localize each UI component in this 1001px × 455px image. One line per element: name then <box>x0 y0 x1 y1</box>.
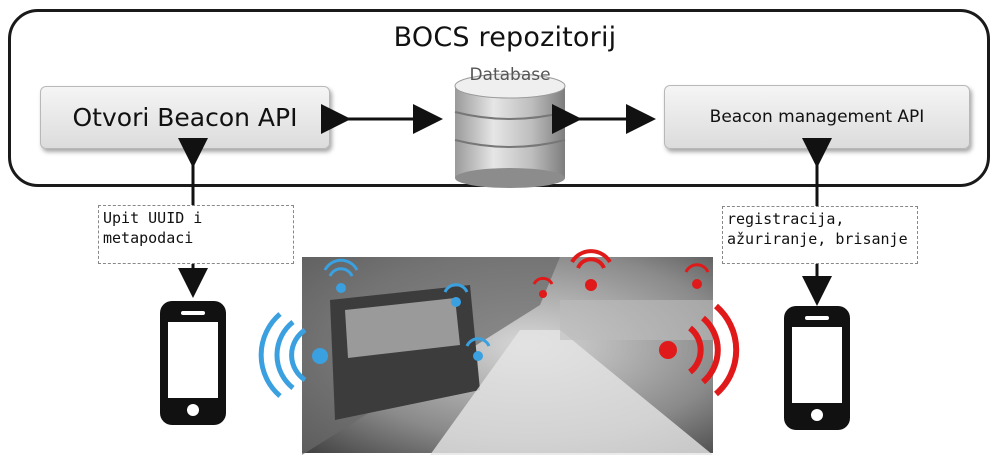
query-note: Upit UUID i metapodaci <box>98 205 294 264</box>
query-note-line: Upit UUID i <box>103 209 203 227</box>
metro-station-photo <box>302 257 713 455</box>
repository-title: BOCS repozitorij <box>393 22 617 53</box>
smartphone-icon <box>784 306 850 430</box>
beacon-management-api-label: Beacon management API <box>709 107 925 127</box>
wifi-beacon-icon <box>323 258 359 293</box>
wifi-beacon-icon <box>443 283 469 307</box>
wifi-beacon-icon <box>532 276 554 298</box>
open-beacon-api-label: Otvori Beacon API <box>72 103 298 132</box>
wifi-beacon-icon <box>570 249 612 291</box>
query-note-line: metapodaci <box>103 229 194 247</box>
wifi-beacon-icon <box>258 312 328 398</box>
smartphone-icon <box>160 301 226 425</box>
wifi-beacon-icon <box>659 303 740 397</box>
management-note: registracija, ažuriranje, brisanje <box>722 206 918 264</box>
management-note-line: ažuriranje, brisanje <box>727 230 908 248</box>
database-icon <box>454 73 566 188</box>
wifi-beacon-icon <box>684 263 710 289</box>
wifi-beacon-icon <box>465 337 491 361</box>
management-note-line: registracija, <box>727 210 845 228</box>
database-label: Database <box>469 65 551 85</box>
